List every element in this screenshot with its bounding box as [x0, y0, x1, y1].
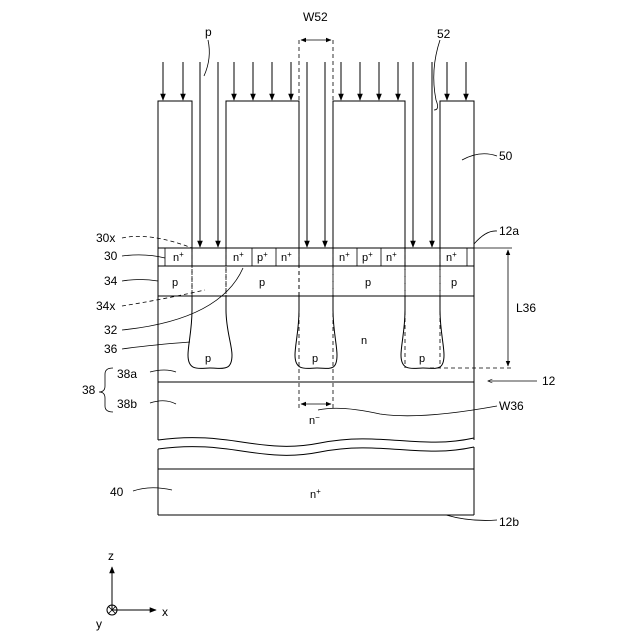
- label-12b: 12b: [499, 515, 519, 529]
- label-12: 12: [542, 374, 556, 388]
- doping-cell: n+: [339, 250, 350, 264]
- label-p-beam: p: [205, 25, 212, 39]
- pillar-label: p: [205, 353, 211, 365]
- leader-30x: [122, 236, 192, 248]
- break-line-lower: [158, 447, 474, 456]
- label-12a: 12a: [499, 224, 519, 238]
- leader-34x: [122, 290, 205, 306]
- label-38b: 38b: [117, 397, 137, 411]
- coordinate-axes: z x y: [96, 549, 168, 631]
- leader-p-beam: [204, 40, 209, 76]
- axis-x-label: x: [162, 605, 168, 619]
- label-36: 36: [104, 342, 118, 356]
- label-38a: 38a: [117, 367, 137, 381]
- doping-cell: n+: [233, 250, 244, 264]
- top-layer-30: [158, 248, 474, 266]
- implant-p-2: [299, 266, 333, 296]
- implant-top-1: [192, 248, 226, 266]
- region-doping-labels: p p p p p p p n n− n+: [172, 277, 457, 501]
- doping-cell: n+: [173, 250, 184, 264]
- implant-p-3: [405, 266, 440, 296]
- label-w36: W36: [499, 399, 524, 413]
- label-34: 34: [104, 274, 118, 288]
- label-w52: W52: [303, 10, 328, 24]
- mask-block: [226, 101, 299, 248]
- implant-top-2: [299, 248, 333, 266]
- p-layer-label: p: [259, 277, 265, 289]
- label-32: 32: [104, 323, 118, 337]
- label-38: 38: [82, 383, 96, 397]
- doping-cell: p+: [362, 250, 373, 264]
- reference-labels: p W52 52 50 12a 30x 30 34 34x 32 36 L36 …: [82, 10, 556, 529]
- brace-38: [99, 368, 113, 412]
- p-layer-label: p: [365, 277, 371, 289]
- n-buffer-label: n−: [309, 413, 320, 427]
- label-34x: 34x: [96, 299, 115, 313]
- p-layer-label: p: [172, 277, 178, 289]
- axis-y-label: y: [96, 617, 102, 631]
- semiconductor-substrate-12: [158, 248, 474, 515]
- mask-50: [158, 101, 474, 248]
- leader-40: [133, 488, 172, 491]
- leader-38b: [150, 401, 176, 404]
- p-layer-label: p: [451, 277, 457, 289]
- pillar-label: p: [312, 353, 318, 365]
- top-layer-dividers: [165, 248, 467, 266]
- label-52: 52: [437, 27, 451, 41]
- n-drift-label: n: [361, 335, 367, 347]
- leader-38a: [150, 370, 176, 372]
- label-40: 40: [110, 485, 124, 499]
- implant-beam-arrows: [163, 62, 466, 247]
- doping-cell: n+: [386, 250, 397, 264]
- leader-52: [434, 40, 440, 110]
- pillar-label: p: [419, 353, 425, 365]
- leader-30: [122, 255, 165, 258]
- label-30: 30: [104, 249, 118, 263]
- doping-cell: p+: [257, 250, 268, 264]
- leader-36: [122, 342, 190, 349]
- leader-w36: [318, 406, 497, 416]
- doping-cell: n+: [446, 250, 457, 264]
- label-l36: L36: [516, 301, 536, 315]
- leader-12a: [474, 231, 497, 244]
- dimension-guides: [192, 40, 512, 408]
- implant-top-3: [405, 248, 440, 266]
- leader-50: [462, 154, 497, 160]
- label-30x: 30x: [96, 231, 115, 245]
- n-substrate-label: n+: [310, 487, 321, 501]
- top-layer-doping-labels: n+ n+ p+ n+ n+ p+ n+ n+: [173, 250, 457, 264]
- label-50: 50: [499, 149, 513, 163]
- leader-32: [122, 268, 243, 330]
- doping-cell: n+: [281, 250, 292, 264]
- mask-block: [158, 101, 192, 248]
- axis-z-label: z: [108, 549, 114, 563]
- mask-block: [333, 101, 405, 248]
- break-line-upper: [158, 438, 474, 447]
- leader-34: [122, 280, 158, 282]
- mask-block: [440, 101, 474, 248]
- leader-12b: [446, 515, 497, 520]
- implant-p-1: [192, 266, 226, 296]
